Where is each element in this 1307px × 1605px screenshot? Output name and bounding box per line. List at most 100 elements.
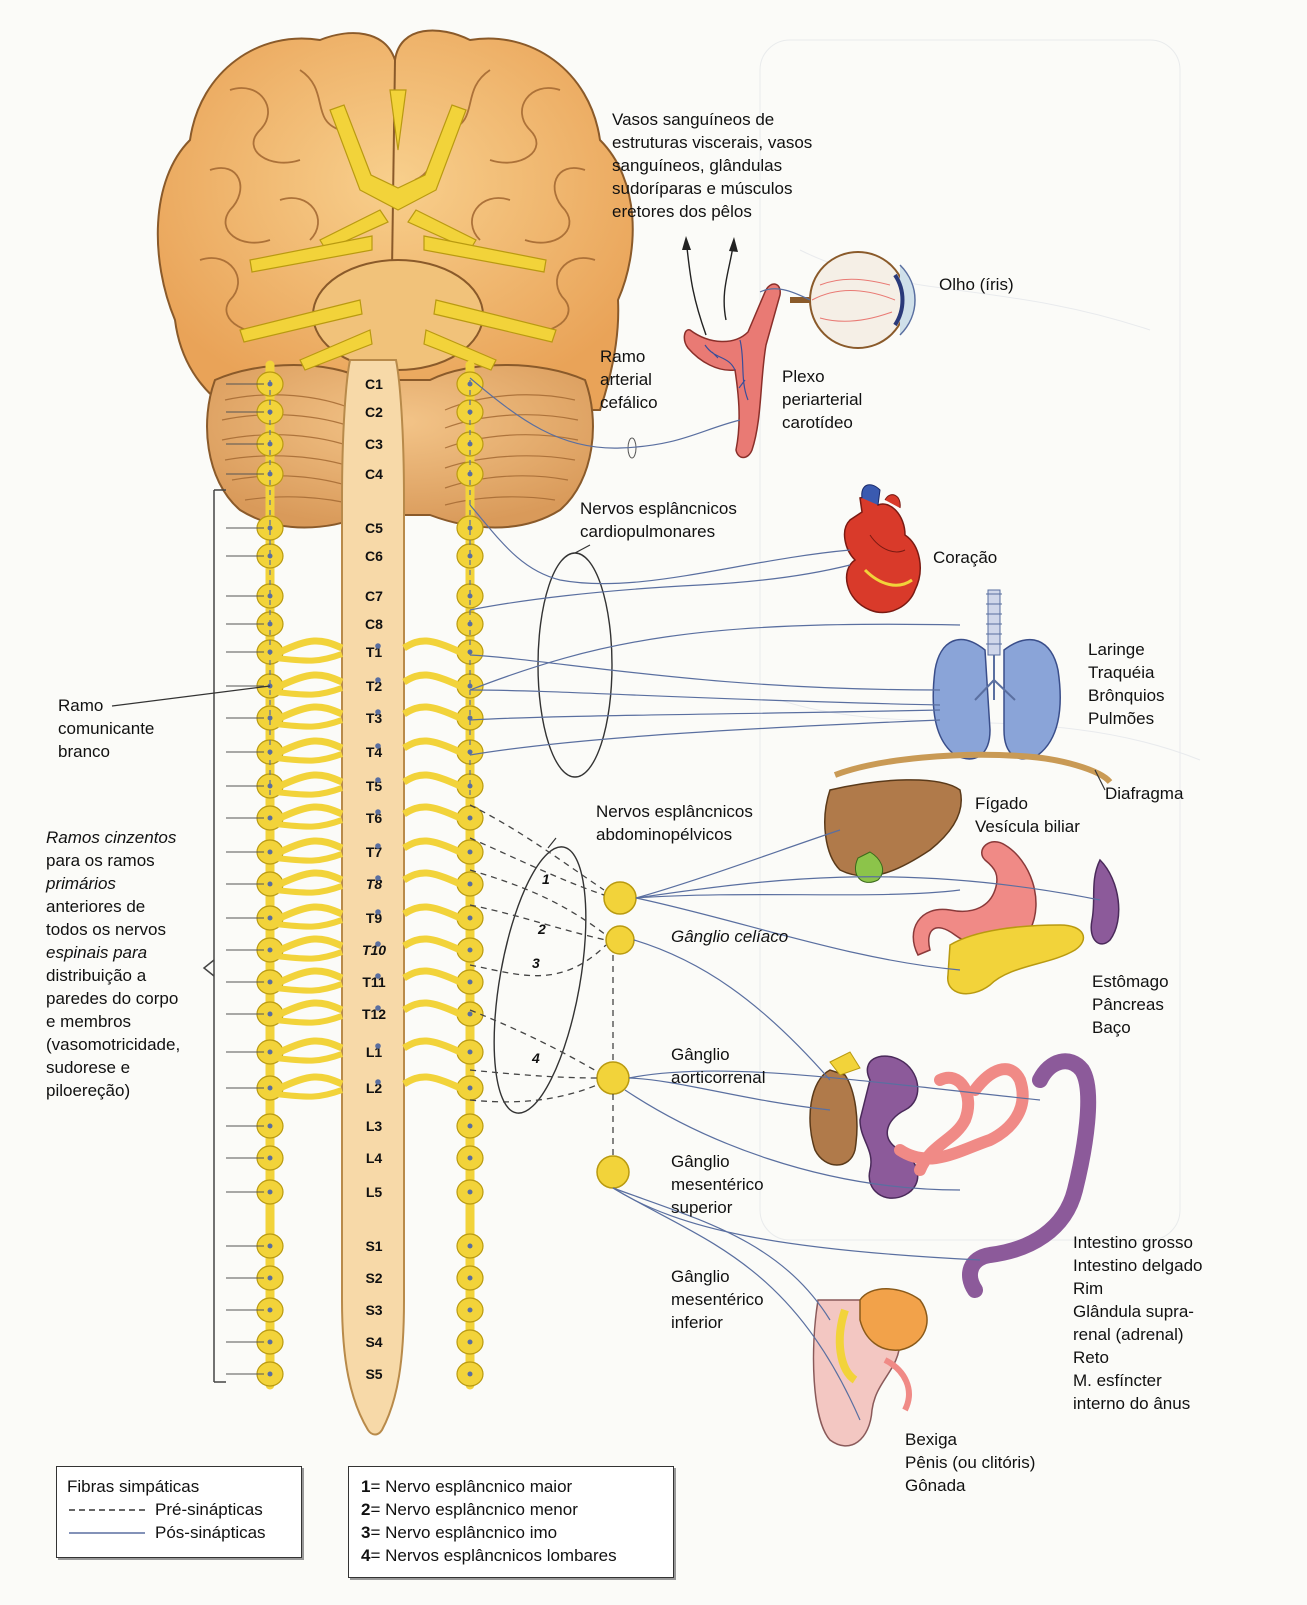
ramus-dot-t10: [375, 941, 381, 947]
ganglion-dot-left-s5: [267, 1371, 273, 1377]
ganglion-dot-left-t6: [267, 815, 273, 821]
ganglion-dot-left-t11: [267, 979, 273, 985]
label-plexo: Plexo periarterial carotídeo: [782, 367, 863, 432]
sympathetic-trunks: [226, 360, 484, 1390]
ganglion-dot-right-c7: [467, 593, 473, 599]
label-olho: Olho (íris): [939, 275, 1014, 294]
segment-label-t10: T10: [362, 942, 386, 958]
gray-ramus-t1: [275, 651, 344, 664]
ramus-right-l2: [402, 1073, 462, 1092]
segment-label-l3: L3: [366, 1118, 383, 1134]
ganglion-dot-left-s4: [267, 1339, 273, 1345]
liver: [824, 779, 962, 883]
segment-label-c6: C6: [365, 548, 383, 564]
ganglion-dot-right-t2: [467, 683, 473, 689]
segment-label-s1: S1: [365, 1238, 382, 1254]
ramus-right-t9: [402, 903, 462, 922]
ramus-left-t9: [278, 903, 344, 922]
segment-label-c4: C4: [365, 466, 383, 482]
segment-label-t12: T12: [362, 1006, 386, 1022]
ramus-dot-t2: [375, 677, 381, 683]
brain: [156, 29, 634, 529]
label-ramo-comunicante: Ramo comunicante branco: [58, 696, 155, 761]
legend-nerves: 1 = Nervo esplâncnico maior 2 = Nervo es…: [348, 1466, 674, 1578]
gray-ramus-l1: [275, 1051, 344, 1064]
ramus-dot-t3: [375, 709, 381, 715]
legend-nerve-1: 1 = Nervo esplâncnico maior: [361, 1477, 573, 1496]
label-ganglio-celiaco: Gânglio celíaco: [671, 927, 789, 946]
ganglion-dot-right-s3: [467, 1307, 473, 1313]
ganglion-dot-right-s5: [467, 1371, 473, 1377]
ramus-left-t12: [278, 999, 344, 1018]
stomach-pancreas-spleen: [912, 840, 1120, 995]
ramus-dot-t9: [375, 909, 381, 915]
label-mes-inferior: Gânglio mesentérico inferior: [671, 1267, 764, 1332]
legend-nerve-2: 2 = Nervo esplâncnico menor: [361, 1500, 578, 1519]
gray-ramus-t9: [275, 917, 344, 930]
ramus-right-t8: [402, 869, 462, 888]
ramus-right-t2: [402, 671, 462, 690]
label-pulmoes: Laringe Traquéia Brônquios Pulmões: [1088, 640, 1165, 728]
postsynaptic-fibers: [469, 288, 1101, 1421]
gray-ramus-t8: [275, 883, 344, 896]
label-intestino: Intestino grosso Intestino delgado Rim G…: [1073, 1233, 1203, 1413]
ramus-dot-t8: [375, 875, 381, 881]
label-figado: Fígado Vesícula biliar: [975, 794, 1080, 836]
ramus-dot-t4: [375, 743, 381, 749]
celiac-ganglion: [603, 881, 637, 915]
aorticorenal-ganglion: [596, 1061, 630, 1095]
ramus-right-t1: [402, 637, 462, 656]
ganglion-dot-left-t10: [267, 947, 273, 953]
segment-label-c8: C8: [365, 616, 383, 632]
ganglion-dot-left-s3: [267, 1307, 273, 1313]
gray-ramus-t11: [275, 981, 344, 994]
intestines-kidney: [809, 1051, 1097, 1298]
label-mes-superior: Gânglio mesentérico superior: [671, 1152, 764, 1217]
ramus-dot-t7: [375, 843, 381, 849]
ramus-left-l2: [278, 1073, 344, 1092]
ganglion-dot-right-s2: [467, 1275, 473, 1281]
ganglion-dot-right-l5: [467, 1189, 473, 1195]
ganglion-dot-left-l5: [267, 1189, 273, 1195]
ramus-left-t6: [278, 803, 344, 822]
label-estomago: Estômago Pâncreas Baço: [1092, 972, 1169, 1037]
segment-label-c2: C2: [365, 404, 383, 420]
ramus-right-t3: [402, 703, 462, 722]
legend-fibers-title: Fibras simpáticas: [67, 1477, 200, 1496]
ramus-dot-t6: [375, 809, 381, 815]
ramus-left-t8: [278, 869, 344, 888]
ganglion-dot-right-t8: [467, 881, 473, 887]
lungs: [932, 589, 1061, 760]
splanchnic-number-2: 2: [537, 921, 546, 937]
ramus-right-t5: [402, 771, 462, 790]
ramus-right-t10: [402, 935, 462, 954]
presynaptic-fibers: [469, 804, 607, 1103]
rami-bracket: [213, 489, 226, 1383]
diaphragm: [833, 751, 1113, 785]
gray-ramus-t3: [275, 717, 344, 730]
label-vasos: Vasos sanguíneos de estruturas viscerais…: [612, 110, 813, 221]
ganglion-dot-left-t12: [267, 1011, 273, 1017]
ganglion-dot-right-l2: [467, 1085, 473, 1091]
label-ramo-arterial: Ramo arterial cefálico: [600, 347, 658, 412]
legend-nerve-3: 3 = Nervo esplâncnico imo: [361, 1523, 558, 1542]
gray-ramus-t6: [275, 817, 344, 830]
ramus-right-t4: [402, 737, 462, 756]
carotid-artery: [627, 236, 781, 459]
eye: [790, 251, 916, 349]
spinal-cord: [341, 359, 405, 1436]
ganglion-dot-left-s1: [267, 1243, 273, 1249]
label-aorticorrenal: Gânglio aorticorrenal: [671, 1045, 766, 1087]
ganglion-dot-right-t12: [467, 1011, 473, 1017]
segment-label-s2: S2: [365, 1270, 382, 1286]
ganglion-dot-left-c7: [267, 593, 273, 599]
ramus-left-t3: [278, 703, 344, 722]
label-ramos-cinzentos: Ramos cinzentos para os ramos primários …: [46, 828, 181, 1100]
gray-ramus-l2: [275, 1087, 344, 1100]
segment-label-s4: S4: [365, 1334, 382, 1350]
segment-label-l4: L4: [366, 1150, 383, 1166]
inferior-mesenteric-ganglion: [596, 1155, 630, 1189]
celiac-ganglion-lower: [605, 925, 635, 955]
